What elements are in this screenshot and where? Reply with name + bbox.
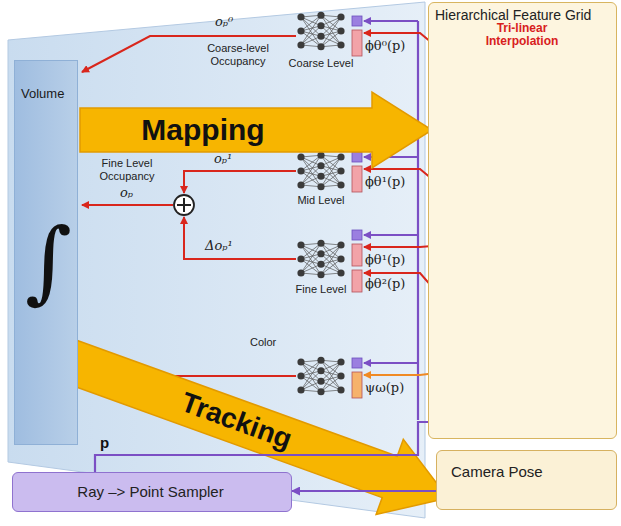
decoder-label: Fine Level <box>285 283 357 296</box>
mlp-neuron <box>317 22 324 29</box>
math-symbol: oₚ⁰ <box>215 14 233 30</box>
mlp-neuron <box>317 240 324 247</box>
mlp-neuron <box>317 261 324 268</box>
mlp-neuron <box>317 388 324 395</box>
mlp-neuron <box>317 271 324 278</box>
point-input <box>352 152 362 162</box>
mlp-neuron <box>317 33 324 40</box>
mlp-neuron <box>337 269 344 276</box>
mlp-neuron <box>317 43 324 50</box>
point-input <box>352 16 362 26</box>
mlp-neuron <box>317 378 324 385</box>
point-feed <box>364 234 418 236</box>
decoder-label: Coarse Level <box>285 57 357 70</box>
mlp-neuron <box>317 367 324 374</box>
mlp-neuron <box>297 386 304 393</box>
feature-vector <box>352 166 362 192</box>
mlp-neuron <box>317 183 324 190</box>
color-feature-vector <box>352 372 362 398</box>
mlp-neuron <box>297 13 304 20</box>
output-label: Fine Level Occupancy <box>88 157 166 183</box>
math-symbol: ϕθ¹(p) <box>365 174 405 190</box>
output-label: Coarse-level Occupancy <box>198 42 278 68</box>
mapping-arrow <box>80 92 432 168</box>
integral-symbol: ∫ <box>25 211 72 311</box>
mid-output <box>184 171 296 193</box>
mlp-neuron <box>337 386 344 393</box>
sum-symbol <box>183 198 185 212</box>
mlp-neuron <box>337 372 344 379</box>
mlp-neuron <box>297 27 304 34</box>
mlp-neuron <box>337 13 344 20</box>
edge-label: p <box>100 434 109 452</box>
mlp-neuron <box>317 12 324 19</box>
math-symbol: Δoₚ¹ <box>205 238 233 254</box>
mlp-icon <box>297 12 344 51</box>
mlp-neuron <box>337 167 344 174</box>
camera-pose-box: Camera Pose <box>436 450 617 510</box>
decoder-label: Color <box>250 336 276 349</box>
point-input <box>352 358 362 368</box>
mlp-neuron <box>337 27 344 34</box>
mlp-neuron <box>297 269 304 276</box>
point-feed <box>364 362 418 364</box>
math-symbol: ϕθ⁰(p) <box>365 38 405 54</box>
math-symbol: oₚ <box>120 185 133 201</box>
mlp-neuron <box>297 41 304 48</box>
mlp-neuron <box>297 372 304 379</box>
arrow-label: Mapping <box>118 112 288 148</box>
feature-vector <box>352 30 362 56</box>
mlp-neuron <box>317 357 324 364</box>
box-label: Ray –> Point Sampler <box>13 473 288 510</box>
feature-vector <box>352 244 362 266</box>
mlp-neuron <box>337 41 344 48</box>
mlp-neuron <box>337 358 344 365</box>
connector <box>292 490 436 492</box>
mlp-icon <box>297 152 344 191</box>
feature-grid-panel: Hierarchical Feature Grid <box>428 2 617 439</box>
sum-output <box>82 204 173 206</box>
mlp-neuron <box>297 181 304 188</box>
mlp-neuron <box>317 162 324 169</box>
volume-rendering-strip: Volume ∫ <box>14 60 78 445</box>
decoder-label: Mid Level <box>285 194 357 207</box>
feature-vector <box>352 270 362 292</box>
mlp-icon <box>297 240 344 279</box>
mlp-neuron <box>317 250 324 257</box>
math-symbol: ϕθ¹(p) <box>365 252 405 268</box>
mlp-icon <box>297 357 344 396</box>
background-plane <box>8 2 425 518</box>
math-symbol: ψω(p) <box>365 380 404 396</box>
fine-output <box>184 217 296 259</box>
math-symbol: oₚ¹ <box>214 151 232 167</box>
callout-label: Tri-linear Interpolation <box>476 22 568 48</box>
mlp-neuron <box>297 255 304 262</box>
mlp-neuron <box>337 153 344 160</box>
point-feed <box>364 20 418 22</box>
coarse-output <box>82 36 296 72</box>
sampler-box: Ray –> Point Sampler <box>12 472 292 512</box>
mlp-neuron <box>297 241 304 248</box>
mlp-neuron <box>317 173 324 180</box>
mlp-neuron <box>337 181 344 188</box>
box-label: Camera Pose <box>451 463 543 481</box>
point-input <box>352 230 362 240</box>
mlp-neuron <box>297 358 304 365</box>
mlp-neuron <box>337 241 344 248</box>
point-bus <box>417 21 419 420</box>
math-symbol: ϕθ²(p) <box>365 276 405 292</box>
sum-symbol <box>174 195 194 215</box>
stage-name: Volume <box>21 86 64 102</box>
mlp-neuron <box>337 255 344 262</box>
mlp-neuron <box>297 153 304 160</box>
mlp-neuron <box>297 167 304 174</box>
